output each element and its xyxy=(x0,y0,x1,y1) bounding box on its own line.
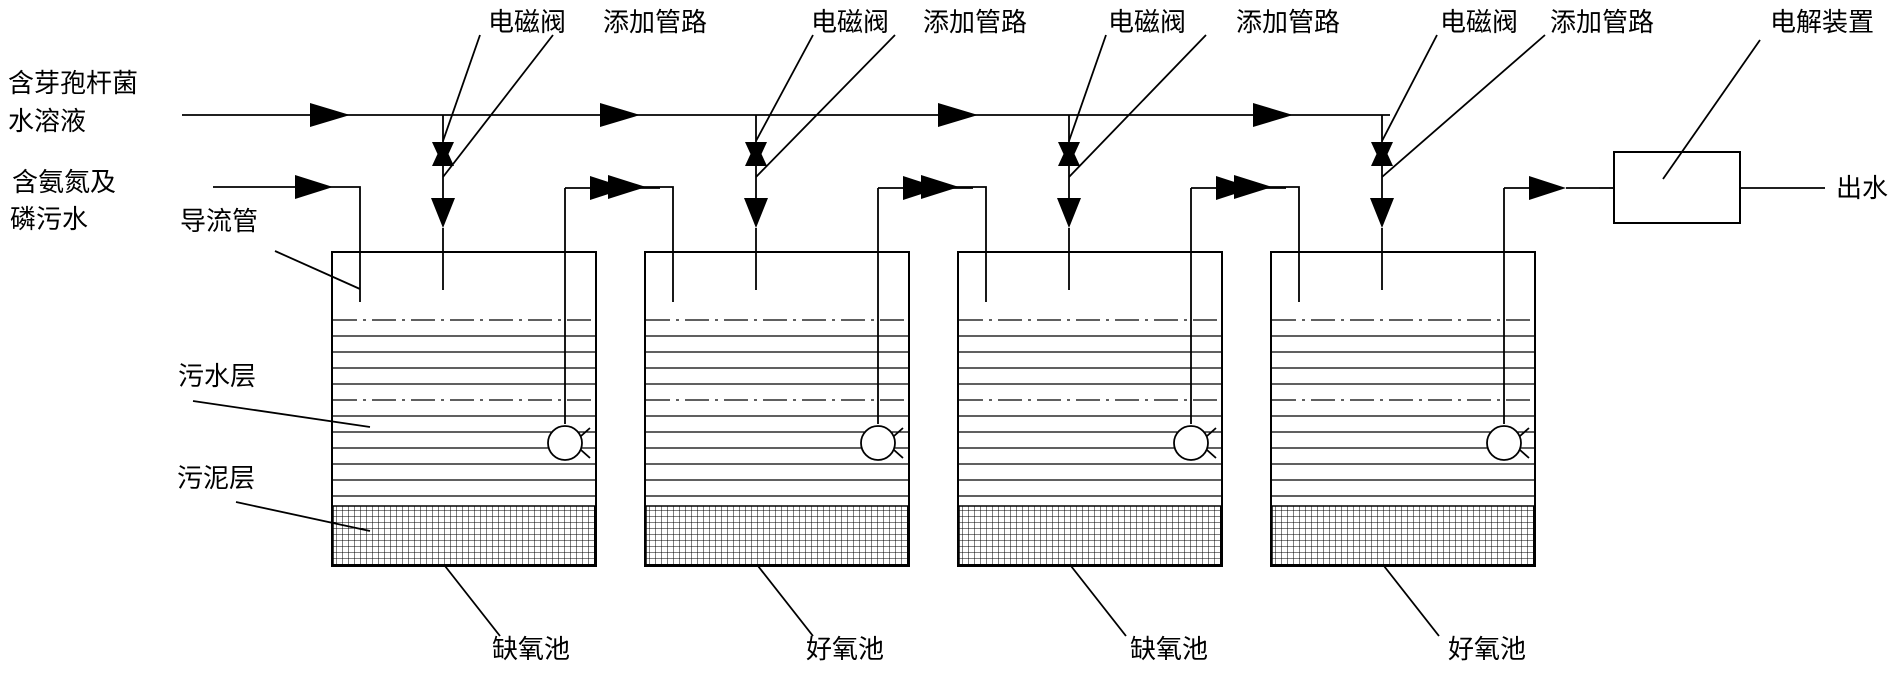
sewage-inlet-label-1: 含氨氮及 xyxy=(12,168,116,198)
flow-arrow xyxy=(310,103,350,127)
sewage-inlet-label-2: 磷污水 xyxy=(10,205,88,235)
electrolysis-device-label: 电解装置 xyxy=(1770,8,1874,38)
dosing-line-label: 添加管路 xyxy=(603,8,707,38)
dosing-line-label: 添加管路 xyxy=(1236,8,1340,38)
outlet-label: 出水 xyxy=(1836,174,1888,204)
bacillus-inlet-label-1: 含芽孢杆菌 xyxy=(8,69,138,99)
solenoid-valve-label: 电磁阀 xyxy=(1108,8,1186,38)
sludge-layer-label: 污泥层 xyxy=(177,464,255,494)
tank-unit-3 xyxy=(920,114,1287,567)
tank-unit-2 xyxy=(607,114,974,567)
tank-name-label: 缺氧池 xyxy=(1130,635,1208,665)
tank-unit-1 xyxy=(294,114,661,567)
guide-tube-label: 导流管 xyxy=(180,207,258,237)
flow-arrow xyxy=(600,103,640,127)
tank-name-label: 好氧池 xyxy=(1448,635,1526,665)
tank-unit-4 xyxy=(1233,114,1600,567)
bacillus-inlet-label-2: 水溶液 xyxy=(8,107,86,137)
sewage-layer-label: 污水层 xyxy=(178,362,256,392)
electrolysis-device-box xyxy=(1613,151,1741,224)
tank-name-label: 缺氧池 xyxy=(492,635,570,665)
guide-tube-leader xyxy=(274,250,361,290)
solenoid-valve-label: 电磁阀 xyxy=(1440,8,1518,38)
sewage-layer-leader xyxy=(192,400,371,428)
solenoid-valve-label: 电磁阀 xyxy=(811,8,889,38)
solenoid-valve-label: 电磁阀 xyxy=(488,8,566,38)
flow-arrow xyxy=(1253,103,1293,127)
dosing-line-label: 添加管路 xyxy=(923,8,1027,38)
dosing-line-label: 添加管路 xyxy=(1550,8,1654,38)
flow-arrow xyxy=(938,103,978,127)
tank-name-label: 好氧池 xyxy=(806,635,884,665)
sludge-layer-leader xyxy=(235,501,371,532)
